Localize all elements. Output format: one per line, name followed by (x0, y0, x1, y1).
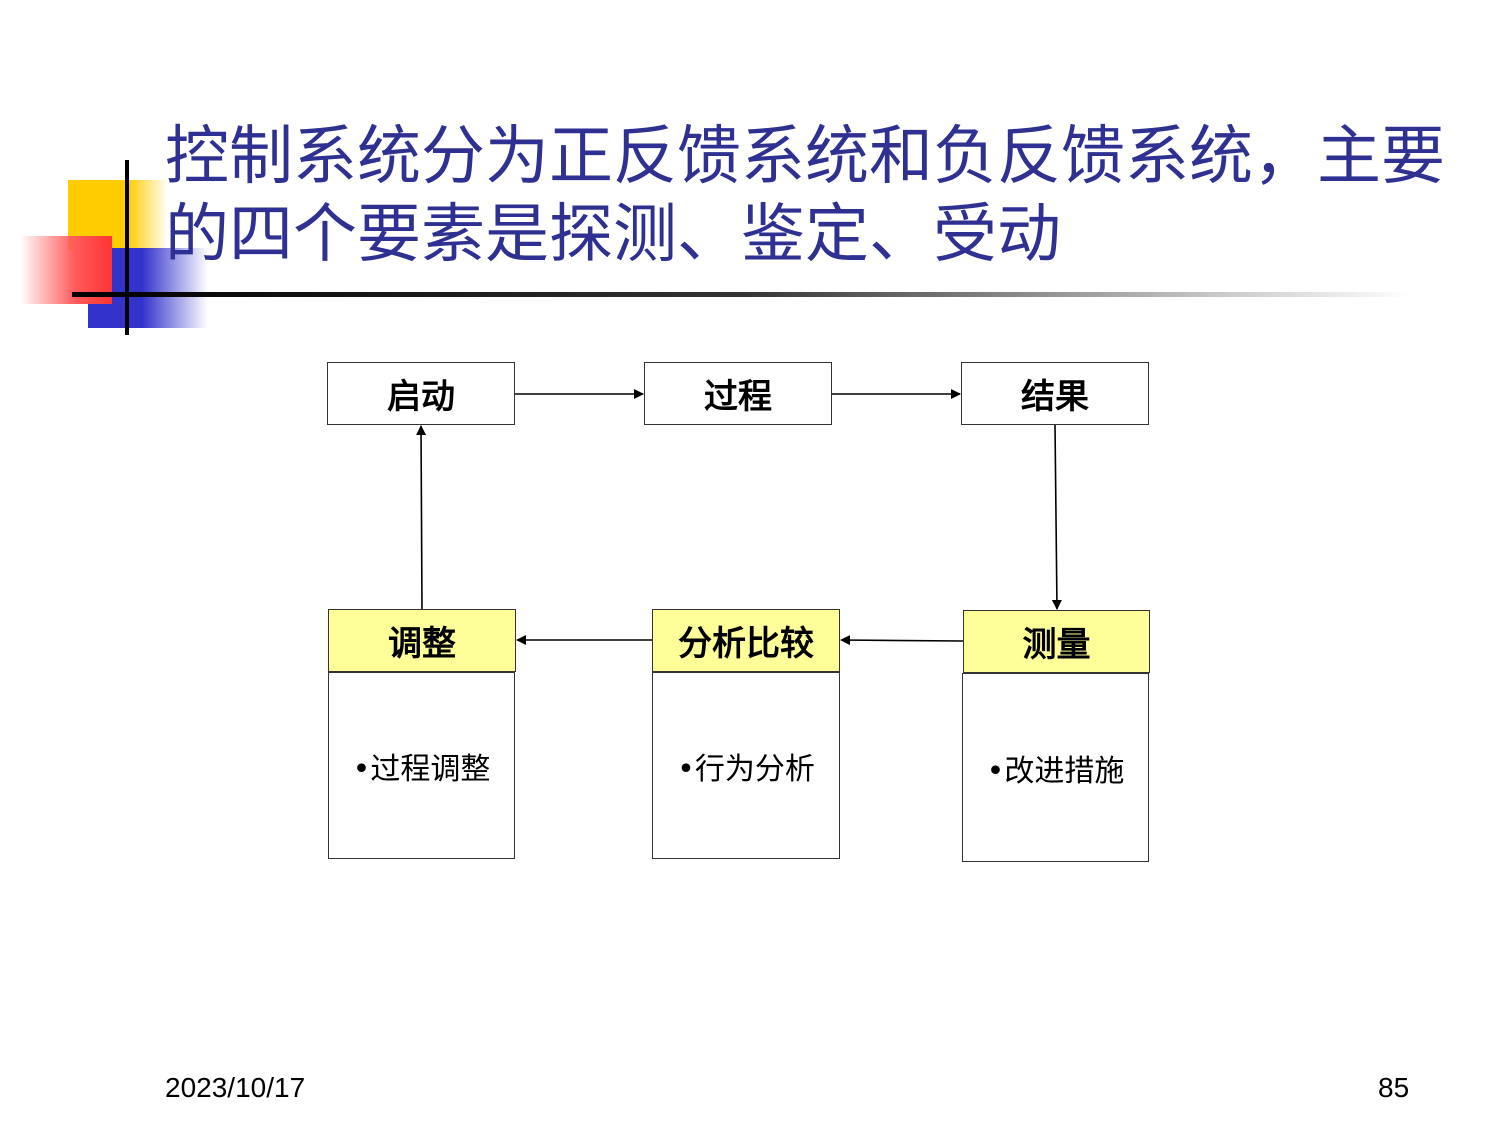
arrow-result-to-measure (1051, 424, 1062, 610)
arrow-adjust-to-start (416, 425, 427, 610)
decor-vertical-line (125, 160, 129, 335)
box-process: 过程 (644, 362, 832, 425)
arrow-measure-to-analyze (840, 635, 964, 646)
box-result: 结果 (961, 362, 1149, 425)
box-measure: 测量 (963, 610, 1150, 673)
detail-behavior-analysis: •行为分析 (652, 672, 840, 859)
detail-improvement-measures: •改进措施 (962, 673, 1149, 862)
box-start: 启动 (327, 362, 515, 425)
slide-title: 控制系统分为正反馈系统和负反馈系统，主要的四个要素是探测、鉴定、受动 (165, 120, 1445, 272)
detail-process-adjust: •过程调整 (328, 672, 515, 859)
box-adjust: 调整 (328, 609, 516, 672)
page-number: 85 (1378, 1072, 1410, 1103)
slide-date: 2023/10/17 (165, 1072, 306, 1103)
box-analyze-compare: 分析比较 (652, 609, 840, 672)
title-underline (72, 292, 1412, 297)
